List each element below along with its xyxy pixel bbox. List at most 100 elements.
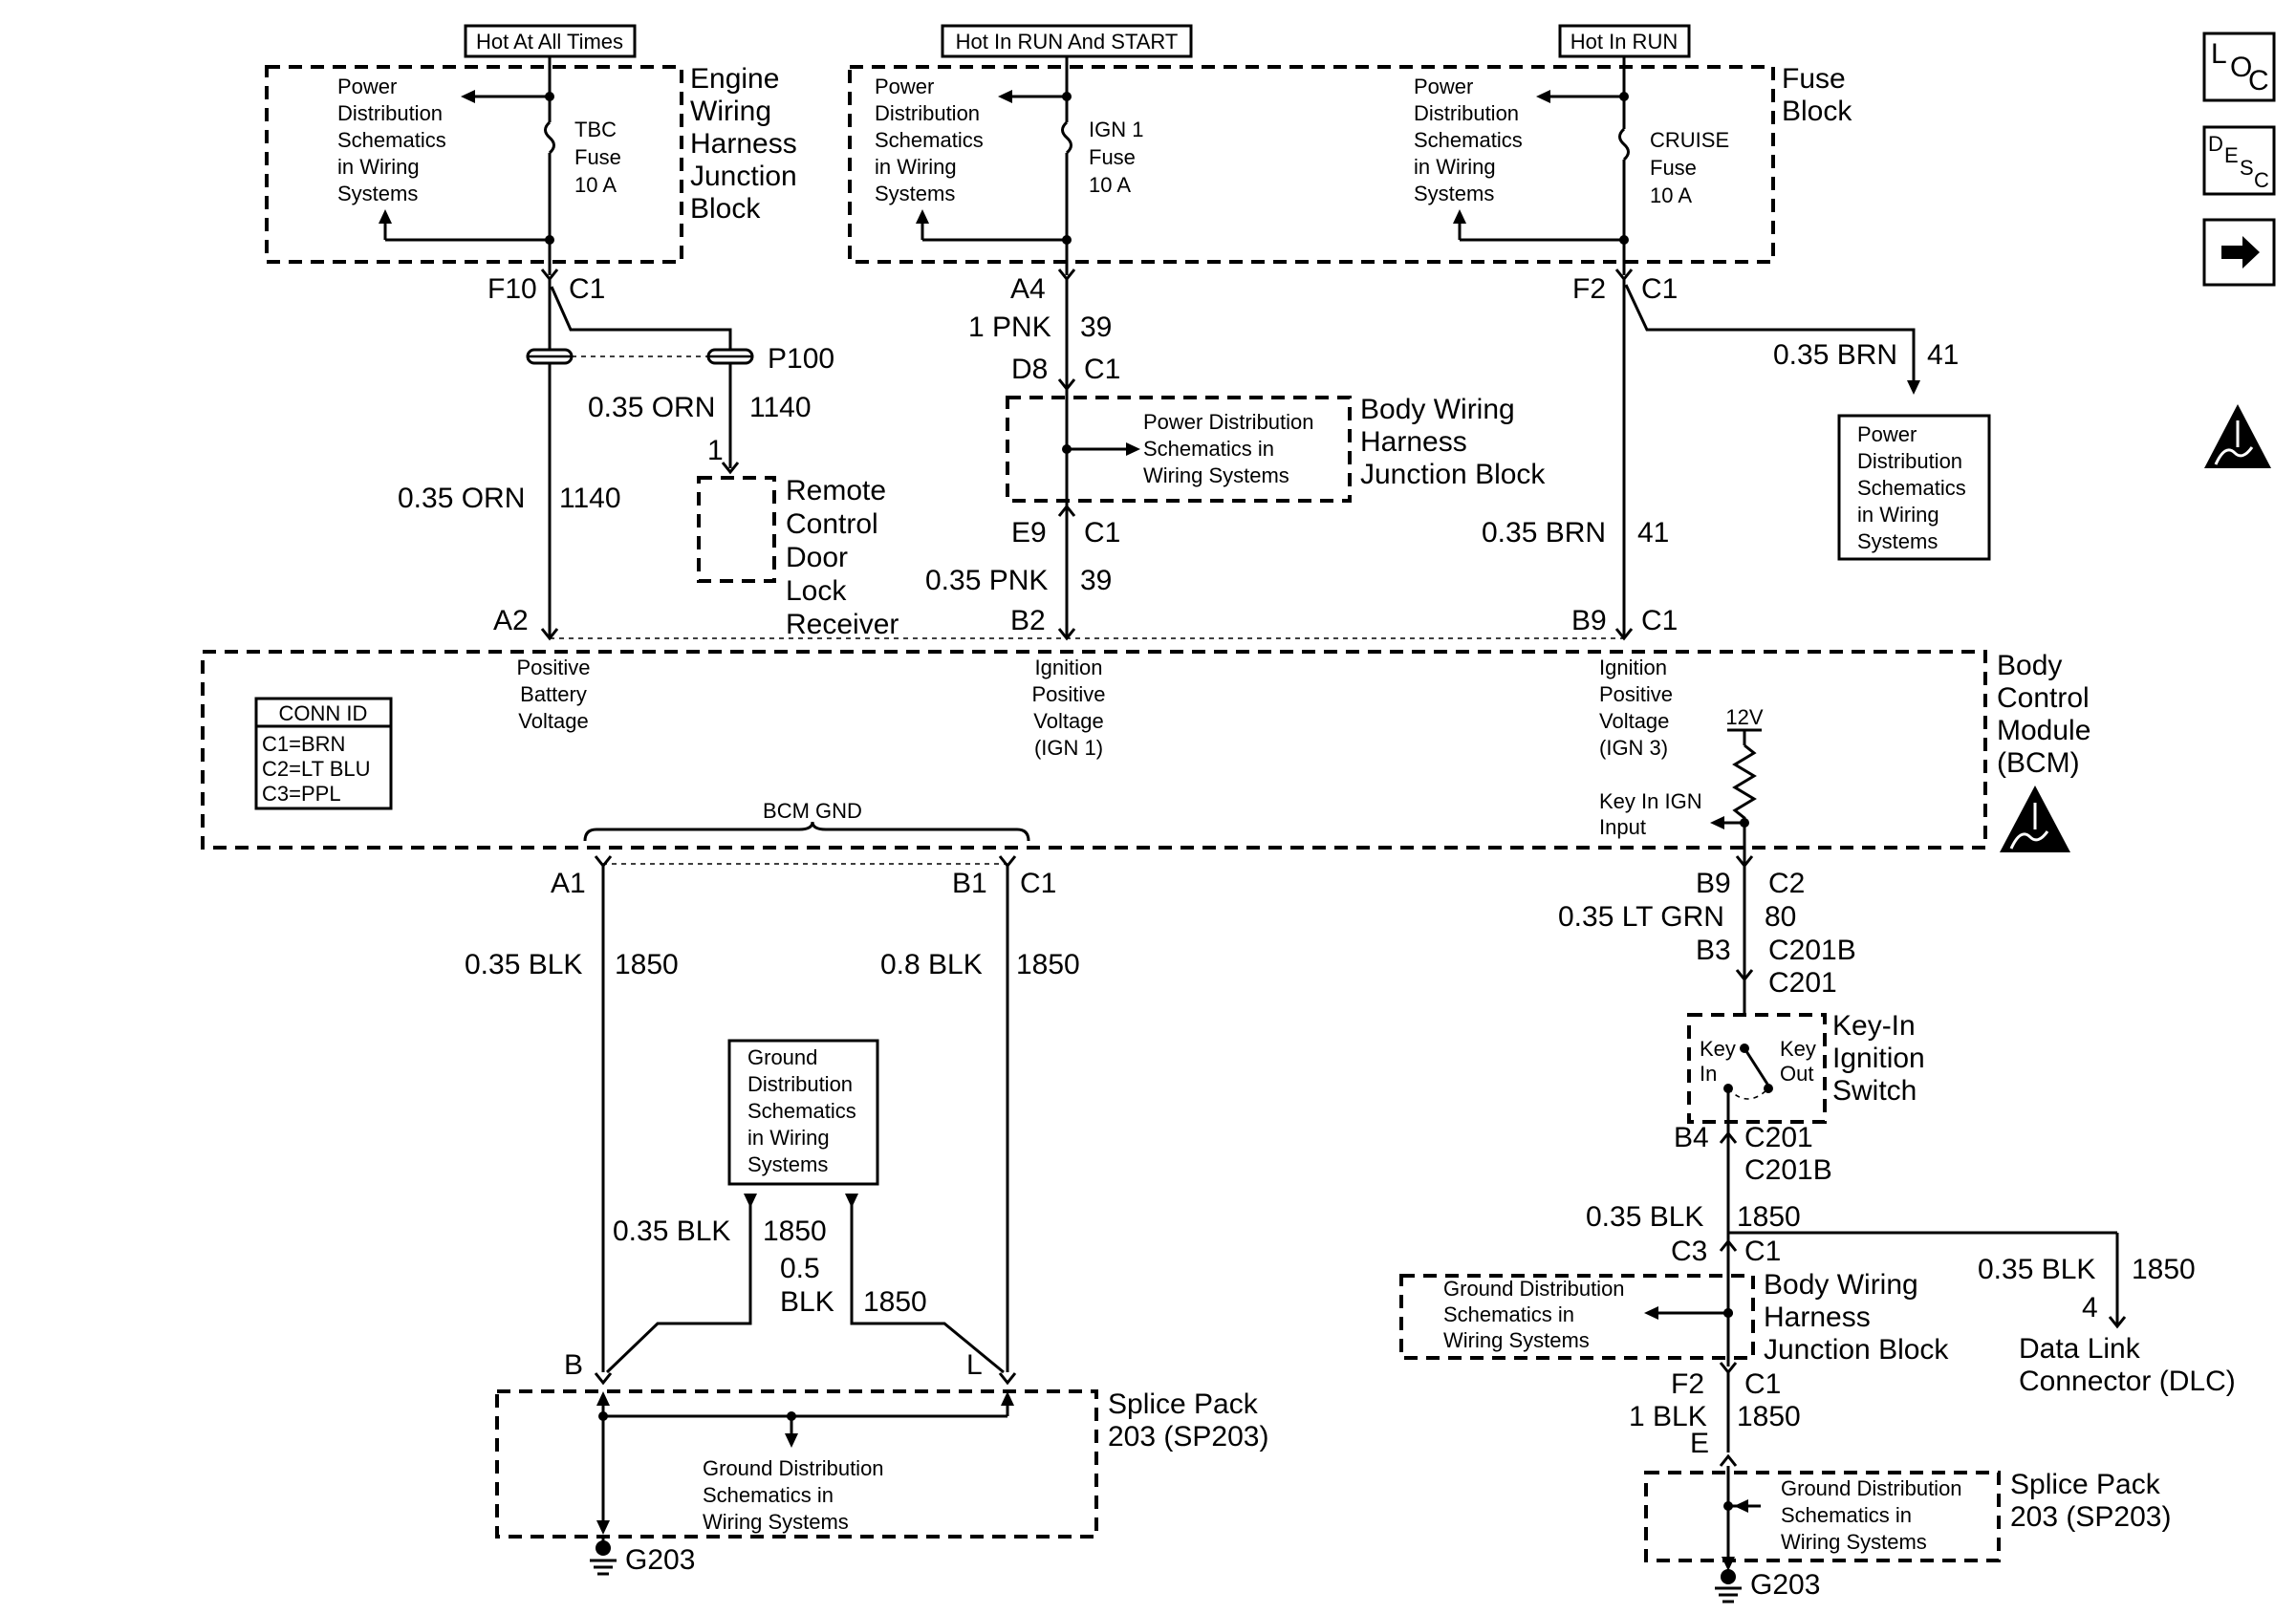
power-dist-ref-1: Power Distribution Schematics in Wiring … [337, 75, 446, 205]
svg-text:TBC: TBC [574, 118, 617, 141]
svg-text:Systems: Systems [875, 182, 955, 205]
key-switch-label: Key-In Ignition Switch [1832, 1010, 1925, 1107]
svg-text:Body: Body [1997, 650, 2062, 681]
ground-symbol-left [590, 1540, 617, 1576]
pin-c2: C2 [1768, 868, 1805, 899]
svg-text:C1=BRN: C1=BRN [262, 732, 345, 756]
svg-text:Distribution: Distribution [875, 101, 980, 125]
svg-text:10 A: 10 A [574, 173, 617, 197]
svg-text:203 (SP203): 203 (SP203) [2010, 1501, 2171, 1533]
wire-num-39: 39 [1080, 565, 1112, 596]
pin-b3: B3 [1696, 935, 1731, 966]
svg-text:in Wiring: in Wiring [337, 155, 420, 179]
bcm-input-ign1: Ignition Positive Voltage (IGN 1) [1031, 656, 1105, 760]
wire-label-blk-ref: 0.35 BLK [613, 1216, 730, 1247]
svg-text:CRUISE: CRUISE [1650, 128, 1729, 152]
svg-text:10 A: 10 A [1650, 183, 1692, 207]
wire-num-39-top: 39 [1080, 312, 1112, 343]
svg-text:F10: F10 [487, 273, 537, 305]
svg-text:Ignition: Ignition [1599, 656, 1667, 679]
pin-c201-top: C201 [1768, 967, 1837, 999]
pin-f2-c1-top: F2 C1 [1572, 269, 1678, 305]
esd-warning-icon-bcm [2000, 785, 2070, 852]
bcm-gnd: BCM GND [583, 799, 1030, 865]
svg-text:Schematics: Schematics [875, 128, 984, 152]
svg-text:C3=PPL: C3=PPL [262, 782, 341, 806]
wire-label-blk-dlc: 0.35 BLK [1978, 1254, 2095, 1285]
svg-text:Hot At All Times: Hot At All Times [476, 30, 623, 54]
svg-text:Positive: Positive [516, 656, 590, 679]
svg-text:Key-In: Key-In [1832, 1010, 1916, 1042]
power-dist-ref-3: Power Distribution Schematics in Wiring … [1414, 75, 1523, 205]
dlc-label: Data Link Connector (DLC) [2019, 1333, 2236, 1397]
svg-text:CONN ID: CONN ID [279, 701, 368, 725]
pin-a1: A1 [551, 868, 586, 899]
loc-icon[interactable]: L O C [2202, 32, 2276, 102]
key-switch-outline [1687, 1013, 1827, 1124]
svg-text:S: S [2240, 156, 2254, 180]
ground-label-left: G203 [625, 1544, 695, 1576]
desc-icon[interactable]: D E S C [2202, 125, 2276, 196]
svg-text:Switch: Switch [1832, 1075, 1917, 1107]
svg-text:Receiver: Receiver [786, 609, 899, 640]
engine-junction-block-outline [265, 65, 683, 264]
pin-c3: C3 [1671, 1236, 1707, 1267]
svg-text:Ignition: Ignition [1035, 656, 1103, 679]
svg-text:F2: F2 [1572, 273, 1606, 305]
pin-d8: D8 [1011, 354, 1048, 385]
svg-text:Distribution: Distribution [747, 1072, 853, 1096]
pin-c1-b1: C1 [1020, 868, 1056, 899]
wire-num-80: 80 [1765, 901, 1796, 933]
pin-b2: B2 [1010, 605, 1046, 636]
cruise-fuse: CRUISE Fuse 10 A [1453, 67, 1729, 275]
svg-text:Schematics in: Schematics in [703, 1483, 834, 1507]
fuse-block-outline [848, 65, 1775, 264]
pin-l: L [966, 1349, 983, 1381]
svg-text:Distribution: Distribution [1414, 101, 1519, 125]
body-junction-top-label: Body Wiring Harness Junction Block [1360, 394, 1546, 490]
svg-text:Data Link: Data Link [2019, 1333, 2141, 1365]
svg-text:Harness: Harness [690, 128, 797, 160]
svg-text:C: C [2254, 168, 2269, 192]
svg-text:in Wiring: in Wiring [1857, 503, 1939, 527]
svg-text:Connector (DLC): Connector (DLC) [2019, 1366, 2236, 1397]
svg-text:Power: Power [1414, 75, 1473, 98]
svg-text:Distribution: Distribution [337, 101, 443, 125]
pin-e9: E9 [1011, 517, 1047, 549]
body-junction-top-outline [1006, 396, 1352, 503]
svg-text:Block: Block [690, 193, 761, 225]
bcm-input-ign3: Ignition Positive Voltage (IGN 3) [1599, 656, 1673, 760]
wire-num-1850-key: 1850 [1737, 1201, 1801, 1233]
bcm-outline [201, 650, 1987, 850]
wire-num-1850-blk05: 1850 [863, 1286, 927, 1318]
svg-text:Junction Block: Junction Block [1360, 459, 1546, 490]
svg-text:Splice Pack: Splice Pack [1108, 1388, 1259, 1420]
wire-label-blk05-b: BLK [780, 1286, 834, 1318]
svg-text:203 (SP203): 203 (SP203) [1108, 1421, 1268, 1453]
pin-4: 4 [2082, 1292, 2098, 1323]
next-arrow-icon[interactable] [2202, 218, 2276, 287]
pin-c1-f2: C1 [1744, 1368, 1781, 1400]
svg-text:L: L [2211, 38, 2227, 70]
svg-text:Control: Control [786, 508, 878, 540]
fuse-block-label: Fuse Block [1782, 63, 1852, 127]
svg-text:10 A: 10 A [1089, 173, 1131, 197]
power-dist-ref-2: Power Distribution Schematics in Wiring … [875, 75, 984, 205]
bcm-input-positive-battery: Positive Battery Voltage [516, 656, 590, 733]
wire-label-blk-key: 0.35 BLK [1586, 1201, 1703, 1233]
remote-receiver-outline [697, 476, 776, 583]
wire-num-1140-main: 1140 [559, 483, 621, 514]
pin-c201-bottom: C201 [1744, 1122, 1813, 1153]
ground-dist-ref-3: Ground Distribution Schematics in Wiring… [1443, 1277, 1625, 1352]
key-in-ignition-switch: Key In Key Out [1700, 1037, 1816, 1122]
svg-text:Key: Key [1700, 1037, 1736, 1061]
pin-c1-b9: C1 [1641, 605, 1678, 636]
svg-text:Power: Power [875, 75, 934, 98]
pin-b9-bottom: B9 [1696, 868, 1731, 899]
wire-label-blk-1: 1 BLK [1629, 1401, 1707, 1432]
ground-dist-ref-box [727, 1039, 879, 1186]
pin-c1-e9: C1 [1084, 517, 1120, 549]
svg-text:(IGN 3): (IGN 3) [1599, 736, 1668, 760]
svg-text:Harness: Harness [1360, 426, 1467, 458]
